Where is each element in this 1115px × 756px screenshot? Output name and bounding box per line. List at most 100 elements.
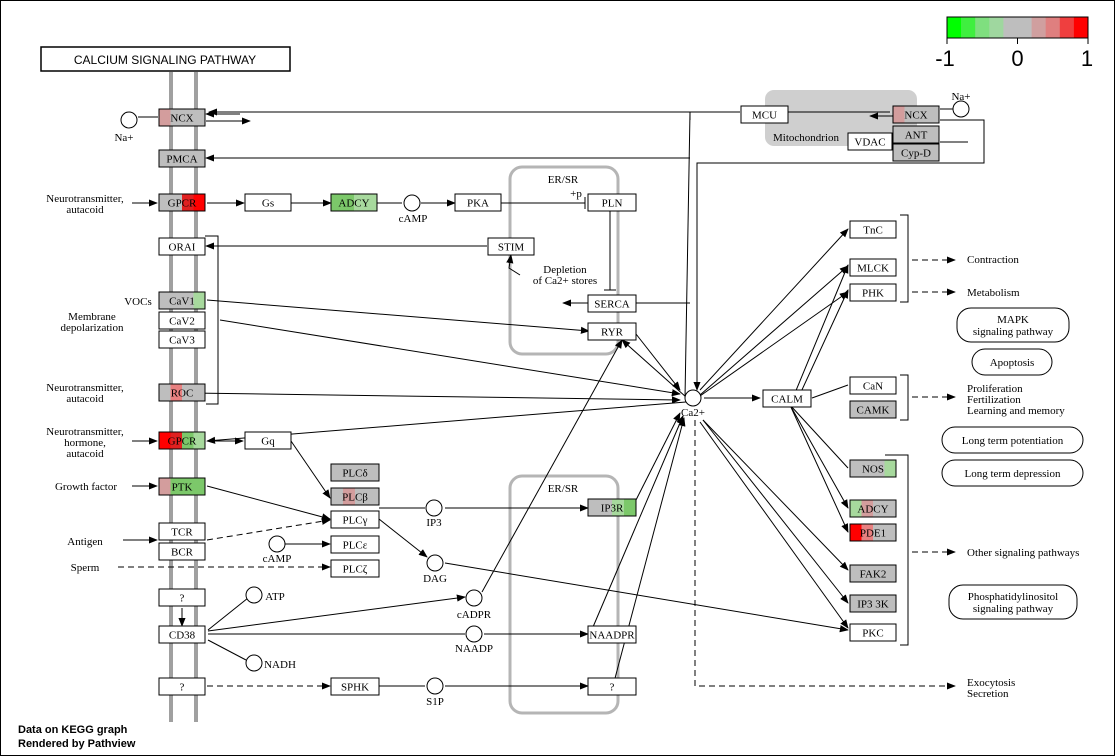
- gene-mcu[interactable]: MCU: [740, 105, 789, 124]
- gene-gpcr1[interactable]: GPCR: [158, 193, 206, 212]
- gene-label: PLCε: [343, 540, 368, 552]
- pathway-label: Long term depression: [965, 468, 1061, 480]
- compound-na1[interactable]: Na+: [114, 111, 138, 144]
- er-compartment-lower: [508, 474, 620, 715]
- gene-pde1[interactable]: PDE1: [849, 523, 897, 542]
- compound-label: NADH: [264, 659, 296, 671]
- gene-bcr[interactable]: BCR: [158, 542, 206, 561]
- gene-plcb[interactable]: PLCβ: [330, 487, 380, 506]
- edge-depl-stim: [506, 254, 521, 276]
- compound-s1p[interactable]: S1P: [426, 677, 444, 708]
- gene-serca[interactable]: SERCA: [587, 294, 637, 313]
- gene-ip3r[interactable]: IP3R: [587, 498, 637, 517]
- gene-vdac[interactable]: VDAC: [847, 132, 893, 151]
- compound-cadpr[interactable]: cADPR: [457, 589, 492, 621]
- gene-ip33k[interactable]: IP3 3K: [849, 594, 897, 613]
- pathway-ltd[interactable]: Long term depression: [941, 459, 1084, 487]
- gene-adcy1[interactable]: ADCY: [330, 193, 378, 212]
- pathway-apoptosis[interactable]: Apoptosis: [971, 348, 1053, 376]
- edge-ca-exocytosis: [694, 420, 956, 690]
- inputs-nt1-label: Neurotransmitter,: [46, 193, 124, 205]
- gene-plcg[interactable]: PLCγ: [330, 510, 380, 529]
- inputs-nt2-label: Neurotransmitter,: [46, 382, 124, 394]
- gene-naadpr[interactable]: NAADPR: [587, 625, 637, 644]
- gene-ptk[interactable]: PTK: [158, 477, 206, 496]
- gene-plce[interactable]: PLCε: [330, 535, 380, 554]
- gene-label: PTK: [172, 482, 193, 494]
- outputs-prolif-label: Fertilization: [967, 394, 1021, 406]
- gene-q2[interactable]: ?: [158, 677, 206, 696]
- gene-ncx2[interactable]: NCX: [892, 105, 940, 124]
- legend-swatch: [1017, 17, 1032, 38]
- gene-adcy2[interactable]: ADCY: [849, 499, 897, 518]
- gene-mlck[interactable]: MLCK: [849, 258, 897, 277]
- gene-tnc[interactable]: TnC: [849, 220, 897, 239]
- compound-nadh[interactable]: NADH: [245, 654, 296, 672]
- footer-line-1: Data on KEGG graph: [18, 724, 128, 736]
- gene-ryr[interactable]: RYR: [587, 322, 637, 341]
- gene-sphk[interactable]: SPHK: [330, 677, 380, 696]
- gene-ant[interactable]: ANT: [892, 125, 940, 144]
- gene-plcz[interactable]: PLCζ: [330, 559, 380, 578]
- compound-camp1[interactable]: cAMP: [399, 194, 428, 225]
- gene-gs[interactable]: Gs: [244, 193, 292, 212]
- gene-pkc[interactable]: PKC: [849, 623, 897, 642]
- gene-label: RYR: [601, 327, 624, 339]
- compound-label: IP3: [426, 517, 442, 529]
- edge-nadh-cd38: [207, 639, 247, 661]
- gene-calm[interactable]: CALM: [762, 389, 812, 408]
- outputs-other-label: Other signaling pathways: [967, 547, 1079, 559]
- compound-dag[interactable]: DAG: [423, 554, 447, 585]
- gene-phk[interactable]: PHK: [849, 283, 897, 302]
- compound-atp[interactable]: ATP: [245, 586, 285, 604]
- inputs-vocs-label: VOCs: [124, 296, 152, 308]
- gene-label: GPCR: [168, 198, 197, 210]
- gene-fak2[interactable]: FAK2: [849, 564, 897, 583]
- gene-label: CALM: [771, 394, 803, 406]
- edge-cav1-ryr: [206, 299, 590, 334]
- legend-swatch: [961, 17, 976, 38]
- gene-plcd[interactable]: PLCδ: [330, 463, 380, 482]
- gene-ncx[interactable]: NCX: [158, 108, 206, 127]
- gene-camk[interactable]: CAMK: [849, 400, 897, 419]
- inputs-depl-label: Depletion: [543, 264, 587, 276]
- gene-cd38[interactable]: CD38: [158, 625, 206, 644]
- compound-na2[interactable]: Na+: [951, 91, 971, 118]
- edge-cav-ca: [219, 319, 681, 397]
- gene-cav3[interactable]: CaV3: [158, 330, 206, 349]
- gene-orai[interactable]: ORAI: [158, 237, 206, 256]
- gene-nos[interactable]: NOS: [849, 459, 897, 478]
- pathway-label: Phosphatidylinositol: [968, 591, 1058, 603]
- gene-pka[interactable]: PKA: [454, 193, 502, 212]
- gene-roc[interactable]: ROC: [158, 383, 206, 402]
- compound-label: Ca2+: [681, 407, 705, 419]
- inputs-sperm-label: Sperm: [71, 562, 100, 574]
- gene-cav2[interactable]: CaV2: [158, 311, 206, 330]
- edge-calm-nos: [789, 404, 849, 469]
- compound-ca[interactable]: Ca2+: [681, 389, 705, 419]
- compound-ip3[interactable]: IP3: [425, 499, 443, 529]
- gene-q1[interactable]: ?: [158, 588, 206, 607]
- compound-camp2[interactable]: cAMP: [263, 535, 292, 565]
- pathway-ltp[interactable]: Long term potentiation: [941, 426, 1084, 454]
- gene-label: NCX: [170, 113, 193, 125]
- gene-gpcr2[interactable]: GPCR: [158, 431, 206, 450]
- gene-pmca[interactable]: PMCA: [158, 149, 206, 168]
- gene-stim[interactable]: STIM: [487, 237, 535, 256]
- gene-pln[interactable]: PLN: [587, 193, 637, 212]
- legend-swatch: [1031, 17, 1046, 38]
- edge-calm-mlck: [789, 264, 849, 406]
- inputs-nt2-label: autacoid: [66, 393, 104, 405]
- gene-cypd[interactable]: Cyp-D: [892, 143, 940, 162]
- gene-tcr[interactable]: TCR: [158, 522, 206, 541]
- gene-cav1[interactable]: CaV1: [158, 291, 206, 310]
- gene-gq[interactable]: Gq: [244, 431, 292, 450]
- gene-label: CaV3: [169, 335, 195, 347]
- gene-q3[interactable]: ?: [587, 677, 637, 696]
- compound-naadp[interactable]: NAADP: [455, 625, 493, 655]
- gene-can[interactable]: CaN: [849, 376, 897, 395]
- mitochondrion-compartment: [765, 90, 917, 146]
